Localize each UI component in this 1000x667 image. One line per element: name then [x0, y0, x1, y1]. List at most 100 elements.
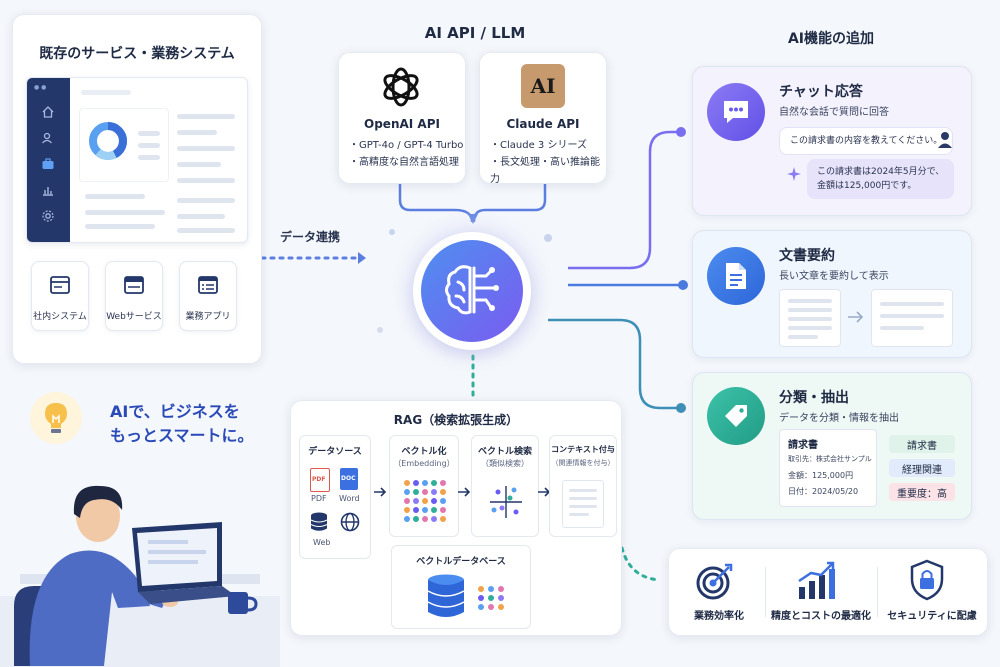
vector-dot — [498, 586, 504, 592]
vector-dot — [498, 604, 504, 610]
vector-dot — [413, 507, 419, 513]
openai-card[interactable]: OpenAI API ・GPT-4o / GPT-4 Turbo ・高精度な自然… — [338, 52, 466, 184]
document-icon — [726, 263, 746, 289]
user-icon — [938, 132, 952, 148]
openai-bullet: ・高精度な自然言語処理 — [349, 157, 459, 168]
system-card-internal[interactable]: 社内システム — [31, 261, 89, 331]
vector-dot — [478, 595, 484, 601]
invoice-line: 取引先：株式会社サンプル — [788, 455, 872, 463]
globe-icon — [340, 512, 360, 532]
vector-dot — [478, 604, 484, 610]
security-shield-icon — [910, 559, 944, 601]
rag-panel: RAG（検索拡張生成） データソース PDF DOC PDF Word Web … — [290, 400, 622, 636]
text-line — [569, 497, 597, 500]
invoice-line: 日付：2024/05/20 — [788, 487, 859, 496]
vector-dot — [488, 595, 494, 601]
rag-context: コンテキスト付与 （関連情報を付与） — [549, 435, 617, 537]
arrow-right-icon — [848, 311, 864, 323]
vector-dot — [413, 498, 419, 504]
users-icon — [41, 130, 55, 144]
rag-data-source: データソース PDF DOC PDF Word Web — [299, 435, 371, 559]
system-card-web[interactable]: Webサービス — [105, 261, 163, 331]
list-line — [177, 162, 221, 167]
rag-vector-db: ベクトルデータベース — [391, 545, 531, 629]
donut-chart — [89, 122, 127, 160]
vector-dot — [413, 480, 419, 486]
system-card-app[interactable]: 業務アプリ — [179, 261, 237, 331]
rag-search-title: ベクトル検索 — [477, 447, 532, 457]
vector-dot — [440, 480, 446, 486]
vector-dot — [413, 516, 419, 522]
feature-card-classify[interactable]: 分類・抽出 データを分類・情報を抽出 請求書 取引先：株式会社サンプル 金額：1… — [692, 372, 972, 520]
category-tag: 請求書 — [889, 435, 955, 453]
vector-dot — [404, 507, 410, 513]
feature-card-chat[interactable]: チャット応答 自然な会話で質問に回答 この請求書の内容を教えてください。 この請… — [692, 66, 972, 216]
legacy-systems-panel: 既存のサービス・業務システム ● ● — [12, 14, 262, 364]
list-line — [85, 210, 165, 215]
person-at-laptop-illustration — [0, 485, 280, 667]
vector-dot — [498, 595, 504, 601]
chat-answer-line: この請求書は2024年5月分で、 — [817, 167, 945, 177]
summary-text-card — [871, 289, 953, 347]
list-line — [85, 194, 145, 199]
header-placeholder — [81, 90, 131, 95]
claude-name: Claude API — [506, 117, 580, 131]
invoice-card: 請求書 取引先：株式会社サンプル 金額：125,000円 日付：2024/05/… — [779, 429, 877, 507]
rag-context-sub: （関連情報を付与） — [551, 459, 615, 467]
text-line — [788, 326, 832, 330]
doc-icon-text: DOC — [341, 475, 356, 482]
system-card-label: Webサービス — [106, 312, 162, 322]
vector-dot — [404, 489, 410, 495]
vector-dot — [478, 586, 484, 592]
benefit-label: 業務効率化 — [694, 611, 744, 622]
list-line — [177, 214, 225, 219]
vector-db-dot-grid — [478, 586, 508, 610]
divider — [765, 567, 766, 617]
donut-card — [79, 108, 169, 182]
vector-dot — [440, 489, 446, 495]
summary-feature-desc: 長い文章を要約して表示 — [779, 271, 889, 282]
claude-logo-icon: AI — [521, 64, 565, 108]
vector-dot — [440, 516, 446, 522]
chart-icon — [41, 182, 55, 196]
list-line — [177, 146, 235, 151]
category-tag: 経理関連 — [889, 459, 955, 477]
vector-dot — [422, 507, 428, 513]
home-icon — [41, 104, 55, 118]
chat-question-bubble: この請求書の内容を教えてください。 — [779, 127, 954, 155]
summary-feature-title: 文書要約 — [779, 248, 835, 264]
app-list-icon — [198, 276, 218, 294]
vector-dot — [404, 480, 410, 486]
sparkle-icon — [787, 167, 801, 181]
vector-dot — [413, 489, 419, 495]
chat-feature-icon — [707, 83, 765, 141]
vector-dot — [422, 489, 428, 495]
feature-card-summary[interactable]: 文書要約 長い文章を要約して表示 — [692, 230, 972, 358]
claude-card[interactable]: AI Claude API ・Claude 3 シリーズ ・長文処理・高い推論能… — [479, 52, 607, 185]
rag-data-source-title: データソース — [308, 447, 362, 457]
text-line — [569, 513, 589, 516]
claude-bullet: ・Claude 3 シリーズ — [490, 140, 587, 151]
database-icon — [310, 512, 328, 531]
list-line — [177, 114, 235, 119]
vector-dot — [488, 586, 494, 592]
tagline-line: AIで、ビジネスを — [110, 402, 240, 421]
invoice-title: 請求書 — [788, 440, 818, 451]
features-section-title: AI機能の追加 — [787, 31, 875, 47]
word-label: Word — [339, 494, 360, 503]
vector-dot-grid — [404, 480, 448, 524]
vector-dot — [440, 498, 446, 504]
openai-logo-icon — [383, 67, 419, 107]
pdf-icon: PDF — [310, 468, 330, 492]
rag-vectorize-sub: （Embedding） — [393, 459, 455, 468]
category-tag: 重要度：高 — [889, 483, 955, 501]
vector-dot — [431, 480, 437, 486]
classify-feature-desc: データを分類・情報を抽出 — [779, 413, 899, 424]
text-line — [788, 308, 832, 312]
browser-icon — [124, 276, 144, 294]
legend-line — [138, 143, 160, 148]
claude-bullet: ・長文処理・高い推論能力 — [490, 157, 600, 185]
system-card-label: 社内システム — [33, 312, 87, 322]
chat-feature-title: チャット応答 — [779, 84, 863, 100]
